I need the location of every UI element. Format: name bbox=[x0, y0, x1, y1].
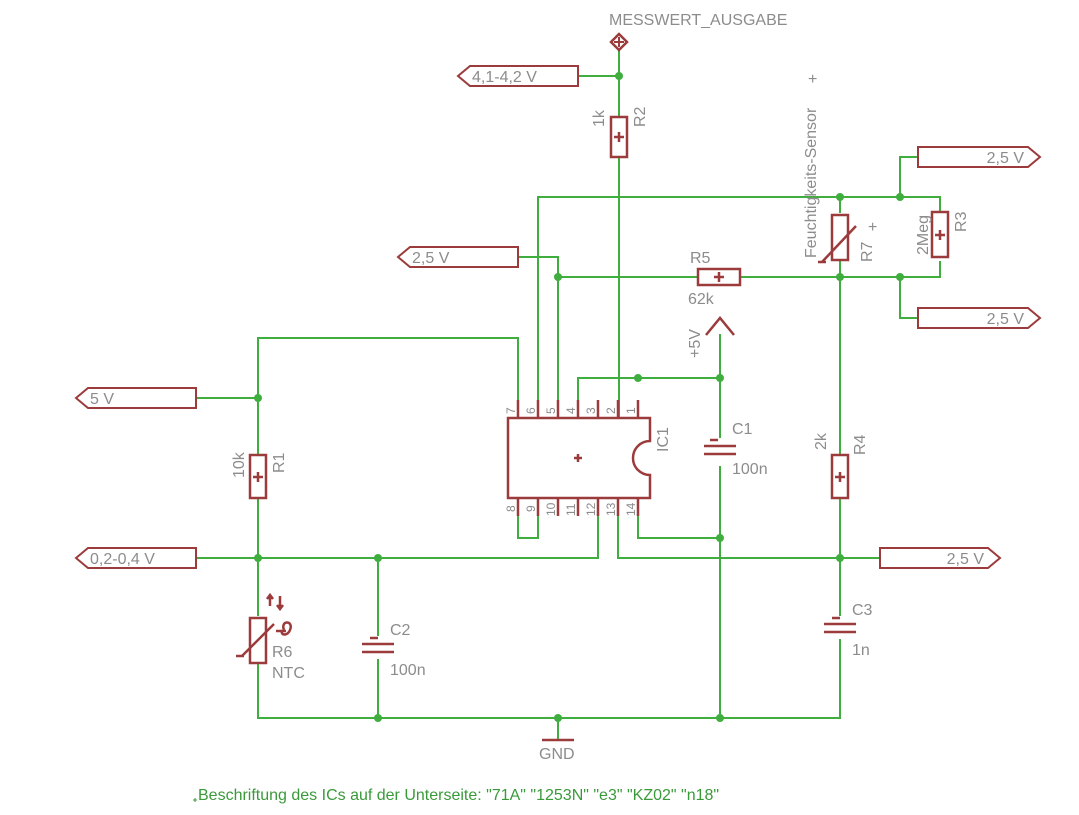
ic1-pin-label: 7 bbox=[504, 407, 518, 414]
r5-value: 62k bbox=[688, 291, 715, 308]
ic1-pin-label: 4 bbox=[564, 407, 578, 414]
capacitor-c1: C1 100n bbox=[704, 421, 768, 478]
flag-4-1-4-2v: 4,1-4,2 V bbox=[456, 65, 579, 87]
ntc-r6: R6 NTC bbox=[236, 592, 305, 682]
ic1-pin-label: 12 bbox=[584, 502, 598, 516]
resistor-r3: 2Meg R3 bbox=[915, 210, 970, 259]
flag-2-5v-bottom-right-text: 2,5 V bbox=[947, 551, 985, 568]
flag-2-5v-mid-right-text: 2,5 V bbox=[987, 311, 1025, 328]
flag-5v-text: 5 V bbox=[90, 391, 114, 408]
r4-name: R4 bbox=[852, 434, 869, 455]
r6-value: NTC bbox=[272, 665, 305, 682]
ic1-pin-label: 6 bbox=[524, 407, 538, 414]
ic1-chip: IC1 7 6 5 4 3 2 1 8 9 10 11 12 13 14 bbox=[504, 400, 672, 516]
ic1-pin-label: 2 bbox=[604, 407, 618, 414]
flag-0-2-0-4v: 0,2-0,4 V bbox=[74, 547, 197, 569]
flag-4-1-4-2v-text: 4,1-4,2 V bbox=[472, 69, 537, 86]
ic1-pin-label: 8 bbox=[504, 505, 518, 512]
c2-value: 100n bbox=[390, 662, 426, 679]
r7-value: Feuchtigkeits-Sensor bbox=[803, 107, 820, 258]
r2-name: R2 bbox=[632, 106, 649, 127]
resistor-r2: 1k R2 bbox=[591, 106, 649, 159]
r7-plus-mark: + bbox=[808, 71, 817, 88]
ic1-pin-label: 1 bbox=[624, 407, 638, 414]
plus5v-label: +5V bbox=[687, 329, 704, 358]
r6-name: R6 bbox=[272, 644, 293, 661]
r7-name-plus: + bbox=[868, 219, 877, 236]
ic1-pin-label: 13 bbox=[604, 502, 618, 516]
ic1-pin-label: 3 bbox=[584, 407, 598, 414]
r2-value: 1k bbox=[591, 109, 608, 127]
c3-value: 1n bbox=[852, 642, 870, 659]
gnd-label: GND bbox=[539, 746, 575, 763]
messwert-label: MESSWERT_AUSGABE bbox=[609, 12, 787, 29]
resistor-r1: 10k R1 bbox=[231, 451, 288, 500]
flag-5v: 5 V bbox=[74, 387, 197, 409]
r5-name: R5 bbox=[690, 250, 711, 267]
c1-value: 100n bbox=[732, 461, 768, 478]
capacitor-c2: C2 100n bbox=[362, 622, 426, 679]
junctions bbox=[254, 72, 904, 722]
capacitor-c3: C3 1n bbox=[824, 602, 873, 659]
ic1-pin-label: 10 bbox=[544, 502, 558, 516]
humidity-sensor-r7: Feuchtigkeits-Sensor + R7 + bbox=[803, 71, 877, 264]
c1-name: C1 bbox=[732, 421, 753, 438]
r3-name: R3 bbox=[953, 211, 970, 232]
r1-name: R1 bbox=[271, 452, 288, 473]
flag-2-5v-left-text: 2,5 V bbox=[412, 250, 450, 267]
ground-symbol: GND bbox=[539, 738, 575, 763]
ic1-top-pins bbox=[516, 400, 640, 418]
messwert-output: MESSWERT_AUSGABE bbox=[609, 12, 787, 52]
flag-2-5v-top-right-text: 2,5 V bbox=[987, 150, 1025, 167]
wires bbox=[195, 43, 941, 741]
c3-name: C3 bbox=[852, 602, 873, 619]
ic1-pin-label: 11 bbox=[564, 503, 578, 516]
c2-name: C2 bbox=[390, 622, 411, 639]
supply-plus5v: +5V bbox=[687, 316, 735, 358]
flag-2-5v-mid-right: 2,5 V bbox=[917, 307, 1042, 329]
resistor-r5: R5 62k bbox=[688, 250, 742, 308]
flag-2-5v-top-right: 2,5 V bbox=[917, 146, 1042, 168]
ic1-bottom-pins bbox=[516, 498, 640, 516]
r7-name: R7 bbox=[859, 241, 876, 262]
r4-value: 2k bbox=[813, 432, 830, 450]
flag-2-5v-left: 2,5 V bbox=[396, 246, 519, 268]
ic-note: Beschriftung des ICs auf der Unterseite:… bbox=[193, 787, 719, 804]
ic1-name: IC1 bbox=[655, 427, 672, 452]
resistor-r4: 2k R4 bbox=[813, 432, 869, 500]
ic1-pin-label: 5 bbox=[544, 407, 558, 414]
r1-value: 10k bbox=[231, 451, 248, 478]
r3-value: 2Meg bbox=[915, 215, 932, 255]
flag-2-5v-bottom-right: 2,5 V bbox=[879, 547, 1002, 569]
ic1-pin-label: 14 bbox=[624, 502, 638, 516]
flag-0-2-0-4v-text: 0,2-0,4 V bbox=[90, 551, 155, 568]
ic1-pin-label: 9 bbox=[524, 505, 538, 512]
ic-note-text: Beschriftung des ICs auf der Unterseite:… bbox=[198, 787, 719, 804]
